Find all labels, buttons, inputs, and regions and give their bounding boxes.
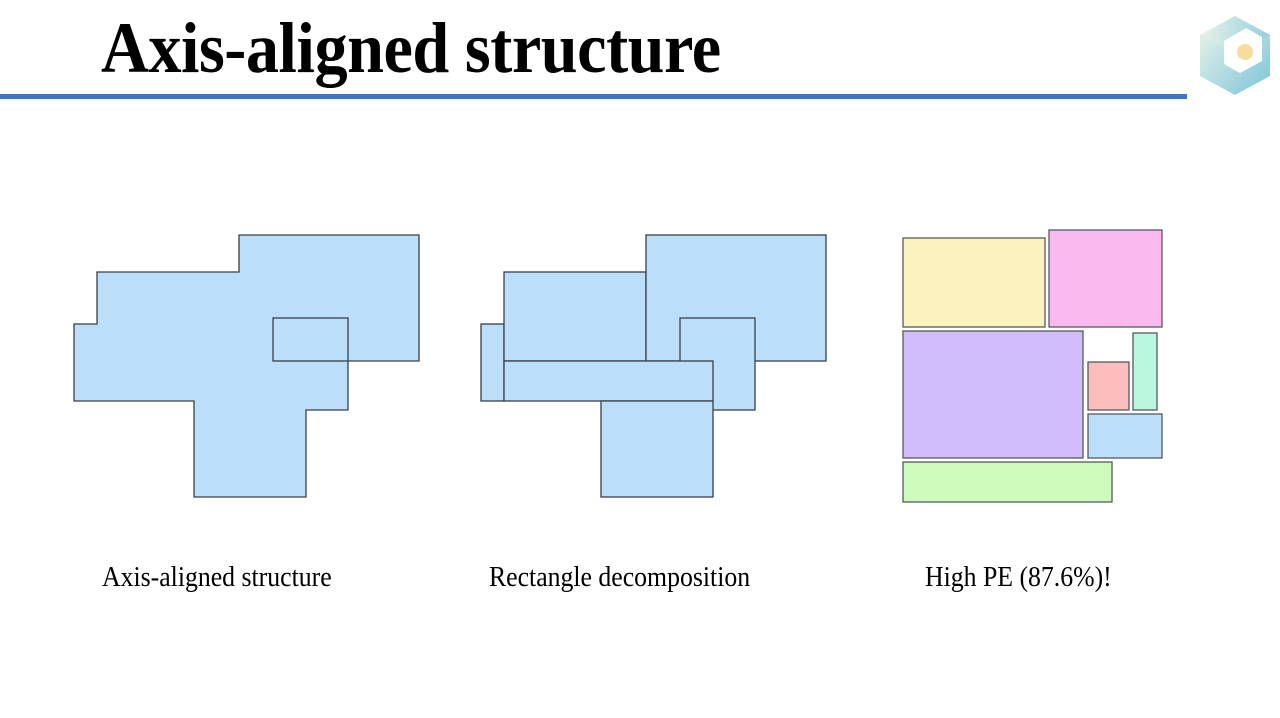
panel-packing xyxy=(902,229,1163,503)
decomp-rect xyxy=(503,271,647,362)
decomp-rect xyxy=(600,400,714,498)
packed-rect-blue xyxy=(1087,413,1163,459)
title-underline xyxy=(0,94,1187,99)
packed-rect-mint xyxy=(1132,332,1158,411)
axis-aligned-polygon xyxy=(73,234,420,498)
caption-axis-aligned-structure: Axis-aligned structure xyxy=(102,562,332,593)
inner-rectangle xyxy=(272,317,349,362)
packed-rect-green xyxy=(902,461,1113,503)
decomp-rect xyxy=(480,323,505,402)
caption-high-pe: High PE (87.6%)! xyxy=(925,562,1112,593)
caption-rectangle-decomposition: Rectangle decomposition xyxy=(489,562,751,593)
packed-rect-yellow xyxy=(902,237,1046,328)
hexagon-cube-logo-icon xyxy=(1200,16,1270,95)
slide-title: Axis-aligned structure xyxy=(101,8,721,88)
packed-rect-pink xyxy=(1048,229,1163,328)
panel-axis-aligned-structure xyxy=(73,234,420,498)
panel-rectangle-decomposition xyxy=(480,234,827,498)
decomp-rect xyxy=(503,360,714,402)
packed-rect-purple xyxy=(902,330,1084,459)
packed-rect-red xyxy=(1087,361,1130,411)
